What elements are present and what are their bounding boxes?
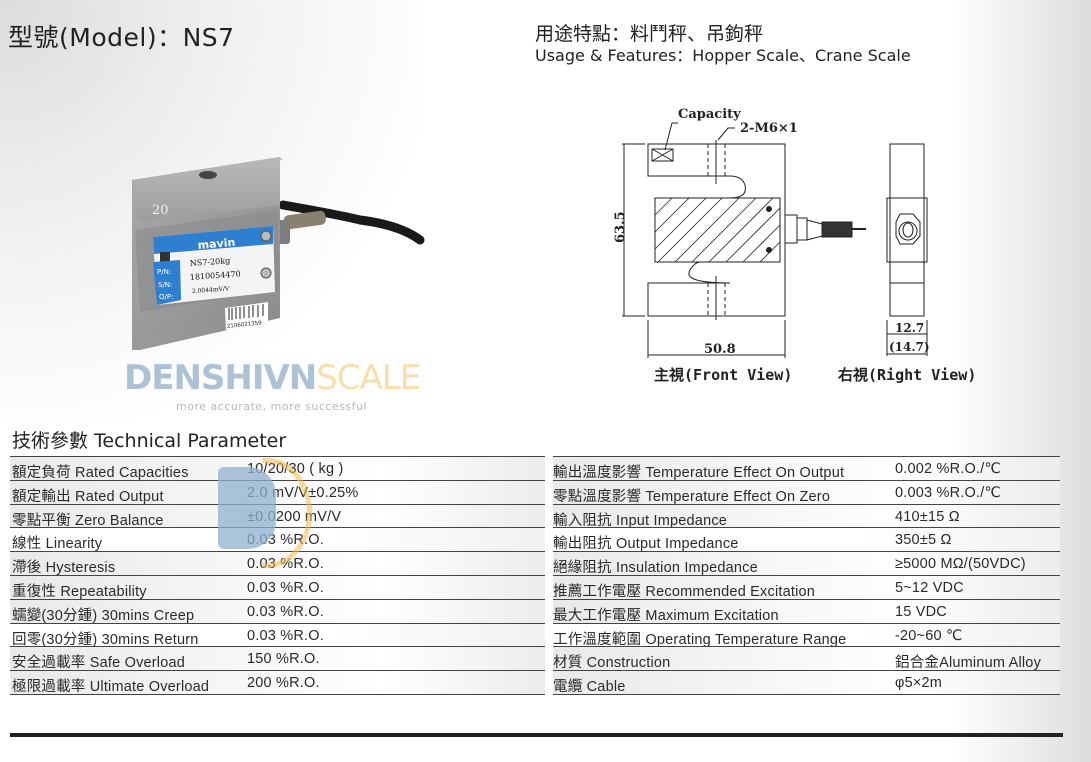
param-label: 推薦工作電壓 Recommended Excitation (553, 583, 816, 600)
param-label: 材質 Construction (553, 655, 671, 672)
cable (278, 200, 425, 245)
param-label: 極限過載率 Ultimate Overload (12, 679, 210, 696)
qr-code-icon (160, 252, 170, 262)
param-label: 零點溫度影響 Temperature Effect On Zero (553, 488, 831, 505)
param-row: 絕緣阻抗 Insulation Impedance ≥5000 MΩ/(50VDC… (553, 551, 1060, 577)
param-row: 輸出阻抗 Output Impedance 350±5 Ω (553, 527, 1060, 553)
param-label: 安全過載率 Safe Overload (12, 655, 186, 672)
sn-label: S/N: (158, 281, 172, 289)
op-value: 2.0044mV/V (192, 285, 230, 295)
depth-total-dimension: (14.7) (889, 340, 930, 354)
param-row: 輸入阻抗 Input Impedance 410±15 Ω (553, 503, 1060, 529)
bottom-divider (10, 733, 1063, 737)
param-row: 安全過載率 Safe Overload 150 %R.O. (10, 646, 545, 672)
param-value: φ5×2m (895, 675, 943, 692)
param-value: 0.002 %R.O./℃ (895, 461, 1001, 477)
param-value: ±0.0200 mV/V (247, 508, 342, 525)
param-row: 額定負荷 Rated Capacities 10/20/30 ( kg ) (10, 456, 545, 481)
param-value: 10/20/30 ( kg ) (247, 461, 344, 477)
param-label: 最大工作電壓 Maximum Excitation (553, 607, 779, 624)
height-dimension: 63.5 (613, 211, 628, 243)
param-row: 回零(30分鍾) 30mins Return 0.03 %R.O. (10, 622, 545, 648)
param-row: 極限過載率 Ultimate Overload 200 %R.O. (10, 670, 545, 695)
param-row: 滯後 Hysteresis 0.03 %R.O. (10, 551, 545, 577)
right-view-caption: 右視(Right View) (838, 366, 976, 384)
param-row: 重復性 Repeatability 0.03 %R.O. (10, 574, 545, 600)
params-table-left: 額定負荷 Rated Capacities 10/20/30 ( kg ) 額定輸出… (10, 456, 545, 695)
param-value: ≥5000 MΩ/(50VDC) (895, 556, 1026, 573)
product-label: mavin P/N: S/N: O/P: NS7-20kg 1810054470… (153, 226, 275, 305)
param-row: 輸出溫度影響 Temperature Effect On Output 0.002… (553, 456, 1060, 481)
section-title: 技術參數 Technical Parameter (12, 430, 287, 452)
brand-text: mavin (197, 236, 236, 252)
product-illustrations: 20 mavin P/N: S/N: O/P: NS7-20kg 1810054… (132, 107, 976, 384)
param-label: 工作溫度範圍 Operating Temperature Range (553, 631, 847, 648)
cable-spring (283, 210, 326, 230)
param-label: 零點平衡 Zero Balance (12, 512, 164, 529)
front-view-drawing (622, 122, 866, 358)
param-row: 工作溫度範圍 Operating Temperature Range -20~60… (553, 622, 1060, 648)
op-label: O/P: (159, 293, 173, 301)
param-value: 0.03 %R.O. (247, 603, 324, 620)
pn-value: NS7-20kg (190, 256, 231, 268)
param-label: 輸入阻抗 Input Impedance (553, 512, 728, 529)
param-row: 額定輸出 Rated Output 2.0 mV/V±0.25% (10, 479, 545, 505)
sn-value: 1810054470 (190, 269, 241, 282)
front-view-caption: 主視(Front View) (654, 366, 792, 384)
param-value: -20~60 ℃ (895, 627, 963, 644)
param-label: 電纜 Cable (553, 679, 626, 696)
param-label: 線性 Linearity (12, 536, 103, 553)
param-row: 電纜 Cable φ5×2m (553, 670, 1060, 695)
param-label: 額定負荷 Rated Capacities (12, 465, 189, 481)
param-row: 最大工作電壓 Maximum Excitation 15 VDC (553, 598, 1060, 624)
param-label: 輸出溫度影響 Temperature Effect On Output (553, 465, 845, 481)
param-value: 0.03 %R.O. (247, 579, 324, 596)
capacity-mark: 20 (152, 203, 169, 218)
param-row: 線性 Linearity 0.03 %R.O. (10, 527, 545, 553)
param-value: 15 VDC (895, 603, 947, 620)
param-label: 絕緣阻抗 Insulation Impedance (553, 560, 758, 577)
param-row: 零點溫度影響 Temperature Effect On Zero 0.003 %… (553, 479, 1060, 505)
param-value: 0.03 %R.O. (247, 532, 324, 549)
param-label: 回零(30分鍾) 30mins Return (12, 631, 199, 648)
screw-icon (260, 267, 272, 279)
param-value: 410±15 Ω (895, 508, 960, 525)
param-label: 輸出阻抗 Output Impedance (553, 536, 739, 553)
param-value: 2.0 mV/V±0.25% (247, 484, 359, 501)
param-label: 額定輸出 Rated Output (12, 488, 164, 505)
width-dimension: 50.8 (704, 342, 736, 357)
capacity-callout: Capacity (678, 107, 741, 122)
depth-dimension: 12.7 (895, 321, 924, 335)
thread-callout: 2-M6×1 (740, 121, 798, 136)
usage-english: Usage & Features：Hopper Scale、Crane Scal… (535, 46, 911, 65)
param-value: 0.03 %R.O. (247, 556, 324, 573)
param-row: 推薦工作電壓 Recommended Excitation 5~12 VDC (553, 574, 1060, 600)
param-row: 零點平衡 Zero Balance ±0.0200 mV/V (10, 503, 545, 529)
param-value: 350±5 Ω (895, 532, 952, 549)
param-value: 0.03 %R.O. (247, 627, 324, 644)
param-value: 150 %R.O. (247, 651, 320, 668)
param-row: 材質 Construction 鋁合金Aluminum Alloy (553, 646, 1060, 672)
param-value: 5~12 VDC (895, 579, 964, 596)
model-title: 型號(Model)：NS7 (8, 23, 235, 52)
screw-icon (260, 230, 272, 242)
barcode-number: 2106021359 (227, 320, 263, 330)
param-label: 重復性 Repeatability (12, 583, 147, 600)
usage-chinese: 用途特點：料鬥秤、吊鉤秤 (535, 23, 764, 45)
pn-label: P/N: (157, 268, 171, 276)
param-value: 200 %R.O. (247, 675, 320, 692)
param-value: 鋁合金Aluminum Alloy (895, 655, 1042, 672)
param-label: 蠕變(30分鍾) 30mins Creep (12, 607, 195, 624)
right-view-drawing (886, 143, 928, 356)
param-label: 滯後 Hysteresis (12, 560, 116, 577)
param-value: 0.003 %R.O./℃ (895, 484, 1001, 501)
params-table-right: 輸出溫度影響 Temperature Effect On Output 0.002… (553, 456, 1060, 695)
param-row: 蠕變(30分鍾) 30mins Creep 0.03 %R.O. (10, 598, 545, 624)
product-photo: 20 mavin P/N: S/N: O/P: NS7-20kg 1810054… (132, 157, 425, 350)
